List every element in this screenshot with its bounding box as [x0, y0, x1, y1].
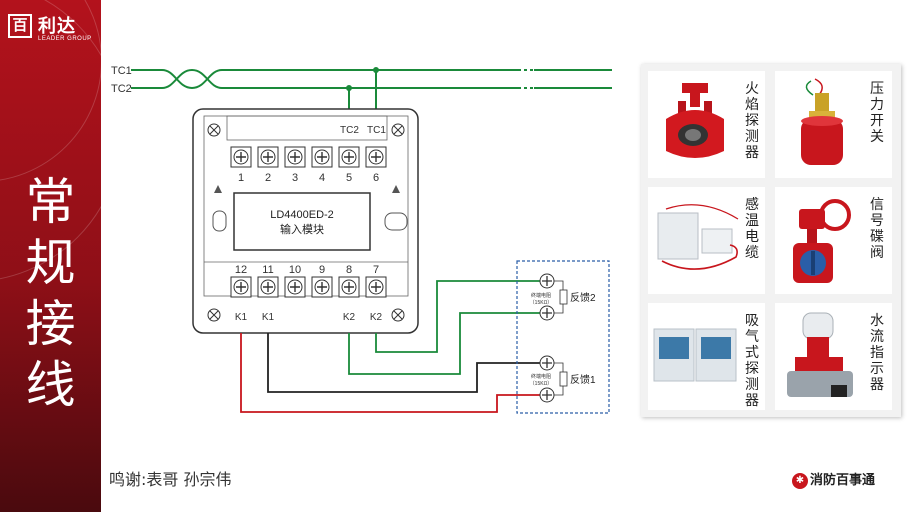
arrow-up-icon [214, 185, 222, 193]
terminal-screw-icon [230, 146, 252, 168]
logo-mark-icon: 百 [8, 14, 32, 38]
logo-name: 利达 [38, 16, 76, 37]
terminal-number: 8 [346, 264, 352, 276]
junction-dot [373, 67, 379, 73]
title-char: 线 [25, 356, 76, 414]
terminal-label: K2 [370, 312, 383, 323]
bus-label-tc2: TC2 [111, 83, 132, 95]
terminal-screw-icon [365, 276, 387, 298]
terminal-number: 7 [373, 264, 379, 276]
device-card-flame-detector: 火焰探测器 [648, 71, 765, 178]
resistor-value: （15KΩ） [530, 381, 553, 387]
terminal-screw-icon [338, 276, 360, 298]
feedback-box [516, 260, 610, 414]
page-title: 常 规 接 线 [0, 172, 101, 416]
device-label: 压力开关 [870, 81, 884, 145]
logo-subtitle: LEADER GROUP [38, 36, 92, 42]
device-card-water-flow-indicator: 水流指示器 [775, 303, 892, 410]
terminal-number: 10 [289, 264, 301, 276]
module-model: LD4400ED-2 [270, 209, 334, 221]
screw-icon [391, 123, 405, 137]
device-label: 吸气式探测器 [745, 313, 759, 409]
terminal-number: 9 [319, 264, 325, 276]
device-panel: 火焰探测器 压力开关 感温电缆 信号碟 [641, 64, 901, 417]
input-module: TC2 TC1 LD4400ED-2 输入模块 [192, 108, 419, 334]
terminal-screw-icon [539, 387, 555, 403]
company-logo: 百 利达 LEADER GROUP [8, 12, 100, 46]
terminal-screw-icon [257, 146, 279, 168]
resistor-label: 终端电阻 [531, 373, 551, 380]
feedback-wires [240, 280, 540, 413]
feedback-group-1: 终端电阻 （15KΩ） 反馈1 [530, 355, 596, 403]
terminal-number: 11 [262, 264, 273, 276]
terminal-screw-icon [311, 146, 333, 168]
terminal-screw-icon [230, 276, 252, 298]
top-terminals: 1 2 3 4 5 6 [230, 146, 387, 184]
arrow-up-icon [392, 185, 400, 193]
sidebar: 百 利达 LEADER GROUP 常 规 接 线 [0, 0, 101, 512]
feedback-group-2: 终端电阻 （15KΩ） 反馈2 [530, 273, 596, 321]
pressure-switch-icon [801, 78, 843, 165]
brand-logo-icon: ✱ [792, 472, 808, 489]
terminal-number: 3 [292, 172, 298, 184]
resistor-value: （15KΩ） [530, 300, 553, 306]
terminal-screw-icon [257, 276, 279, 298]
butterfly-valve-icon [793, 199, 851, 283]
heat-cable-icon [657, 204, 739, 270]
terminal-screw-icon [284, 146, 306, 168]
footer-brand-name: 消防百事通 [810, 473, 876, 488]
bottom-terminals: 12 11 10 9 8 7 K1 K1 K2 K2 [230, 264, 387, 323]
screw-icon [207, 308, 221, 322]
aspirating-detector-icon [653, 328, 737, 382]
feedback-label: 反馈2 [570, 291, 596, 304]
terminal-label: K1 [262, 312, 275, 323]
resistor-icon [559, 371, 568, 387]
terminal-screw-icon [284, 276, 306, 298]
junction-dot [346, 85, 352, 91]
terminal-number: 1 [238, 172, 244, 184]
device-label: 水流指示器 [870, 313, 884, 393]
terminal-screw-icon [539, 305, 555, 321]
resistor-label: 终端电阻 [531, 292, 551, 299]
terminal-number: 12 [235, 264, 247, 276]
acknowledgement: 鸣谢:表哥 孙宗伟 [109, 470, 232, 489]
bus-label-tc1: TC1 [111, 65, 132, 77]
device-label: 感温电缆 [745, 197, 759, 261]
header-tc1: TC1 [367, 125, 386, 136]
resistor-icon [559, 289, 568, 305]
terminal-label: K1 [235, 312, 248, 323]
device-label: 信号碟阀 [870, 197, 884, 261]
device-label: 火焰探测器 [745, 81, 759, 161]
terminal-screw-icon [338, 146, 360, 168]
device-card-aspirating-detector: 吸气式探测器 [648, 303, 765, 410]
screw-icon [207, 123, 221, 137]
device-card-heat-cable: 感温电缆 [648, 187, 765, 294]
title-char: 规 [25, 234, 76, 292]
terminal-number: 2 [265, 172, 271, 184]
title-char: 接 [25, 295, 76, 353]
header-tc2: TC2 [340, 125, 359, 136]
terminal-screw-icon [365, 146, 387, 168]
device-card-butterfly-valve: 信号碟阀 [775, 187, 892, 294]
bus-lines [138, 68, 612, 112]
terminal-screw-icon [539, 273, 555, 289]
screw-icon [391, 308, 405, 322]
terminal-screw-icon [311, 276, 333, 298]
module-description: 输入模块 [280, 222, 324, 236]
water-flow-indicator-icon [787, 312, 853, 397]
device-card-pressure-switch: 压力开关 [775, 71, 892, 178]
footer-brand: ✱消防百事通 [792, 469, 875, 489]
feedback-label: 反馈1 [570, 373, 596, 386]
flame-detector-icon [666, 83, 724, 158]
terminal-label: K2 [343, 312, 356, 323]
title-char: 常 [25, 173, 76, 231]
terminal-number: 6 [373, 172, 379, 184]
terminal-number: 5 [346, 172, 352, 184]
terminal-number: 4 [319, 172, 325, 184]
terminal-screw-icon [539, 355, 555, 371]
